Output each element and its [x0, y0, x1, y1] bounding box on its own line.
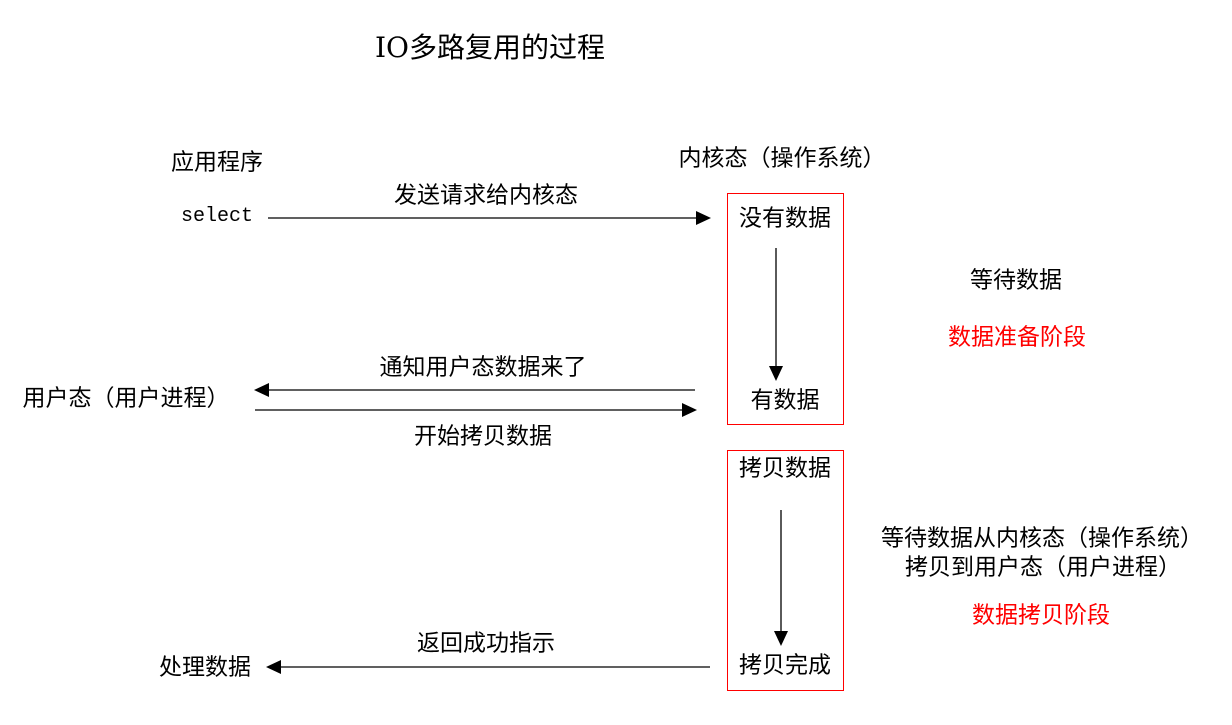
prepare-phase-box	[727, 193, 844, 425]
notify-arrow	[254, 383, 695, 397]
no-data-label: 没有数据	[739, 204, 831, 231]
copy-data-label: 拷贝数据	[739, 454, 831, 481]
copy-phase-label: 数据拷贝阶段	[972, 601, 1110, 628]
return-success-arrow	[266, 660, 710, 674]
start-copy-arrow	[255, 403, 697, 417]
copy-done-label: 拷贝完成	[739, 651, 831, 678]
wait-data-note: 等待数据	[970, 266, 1062, 293]
start-copy-label: 开始拷贝数据	[414, 422, 552, 449]
send-request-label: 发送请求给内核态	[394, 181, 578, 208]
app-label: 应用程序	[171, 148, 263, 175]
process-data-label: 处理数据	[159, 653, 251, 680]
kernel-label: 内核态（操作系统）	[678, 144, 886, 171]
notify-label: 通知用户态数据来了	[379, 353, 587, 380]
copy-phase-box	[727, 450, 844, 691]
send-request-arrow	[268, 211, 711, 225]
page-title: IO多路复用的过程	[374, 31, 606, 64]
has-data-label: 有数据	[750, 386, 820, 413]
user-mode-label: 用户态（用户进程）	[22, 384, 230, 411]
copy-note-line-2: 拷贝到用户态（用户进程）	[905, 553, 1181, 580]
prepare-phase-label: 数据准备阶段	[948, 323, 1086, 350]
return-success-label: 返回成功指示	[417, 629, 555, 656]
copy-note-line-1: 等待数据从内核态（操作系统）	[881, 524, 1203, 551]
select-call-label: select	[180, 205, 254, 228]
